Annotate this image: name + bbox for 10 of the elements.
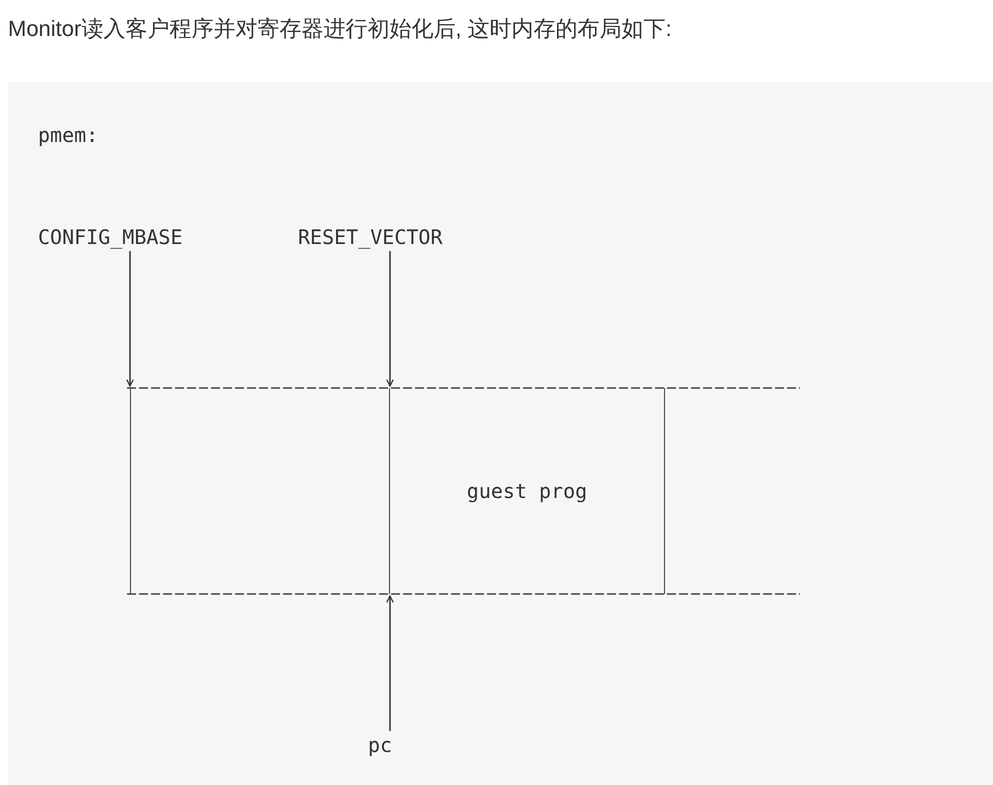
memory-region <box>130 388 390 594</box>
address-label: RESET_VECTOR <box>298 225 442 249</box>
arrow <box>386 251 394 387</box>
arrow <box>386 595 394 731</box>
arrow <box>126 251 134 387</box>
code-label: pmem: <box>38 123 98 147</box>
address-label: CONFIG_MBASE <box>38 225 182 249</box>
heading: Monitor读入客户程序并对寄存器进行初始化后, 这时内存的布局如下: <box>8 15 672 43</box>
region-label: guest prog <box>466 479 588 503</box>
pointer-label: pc <box>368 733 392 757</box>
